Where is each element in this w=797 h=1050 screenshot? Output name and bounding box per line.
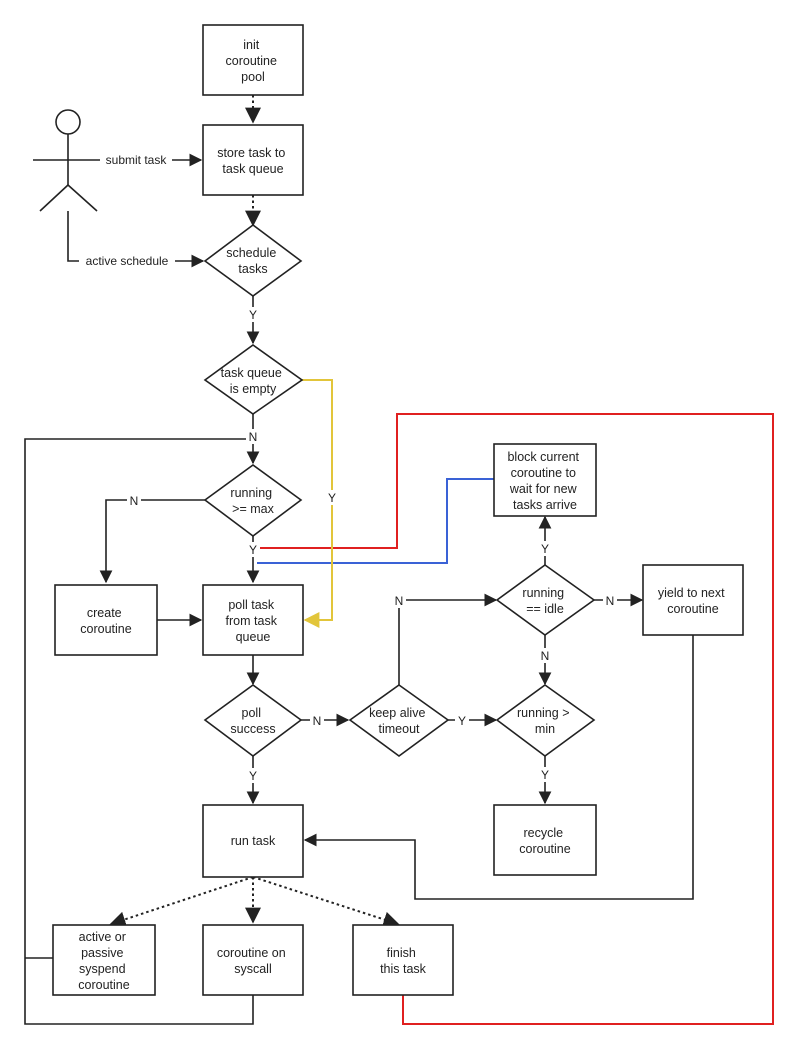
svg-text:recycle coroutine: recycle coroutine xyxy=(519,826,570,856)
keep-alive-decision: keep alive timeout xyxy=(348,684,450,757)
svg-text:finish this task: finish this task xyxy=(380,946,427,976)
create-coroutine-box: create coroutine xyxy=(54,584,158,656)
store-task-box: store task to task queue xyxy=(202,124,304,196)
keepalive-yes-label: Y xyxy=(458,714,466,728)
svg-text:block current coroutine: block current coroutine to wait for new … xyxy=(507,450,582,512)
max-yes-label: Y xyxy=(249,543,257,557)
blue-block-connector xyxy=(257,478,494,564)
schedule-yes-label: Y xyxy=(249,308,257,322)
svg-text:run task: run task xyxy=(231,834,276,848)
syscall-box: coroutine on syscall xyxy=(202,924,304,996)
red-feedback-connector xyxy=(257,413,774,1025)
svg-text:init coroutine poo: init coroutine pool xyxy=(226,38,281,84)
svg-text:keep alive timeout: keep alive timeout xyxy=(369,706,429,736)
connectors xyxy=(24,95,694,1025)
empty-no-label: N xyxy=(249,430,258,444)
running-idle-decision: running == idle xyxy=(495,564,596,636)
poll-no-label: N xyxy=(313,714,322,728)
svg-text:poll success: poll success xyxy=(230,706,275,736)
max-no-label: N xyxy=(130,494,139,508)
idle-no-down-label: N xyxy=(541,649,550,663)
yield-next-box: yield to next coroutine xyxy=(642,564,744,636)
svg-text:yield to next coroutine: yield to next coroutine xyxy=(658,586,728,616)
block-coroutine-box: block current coroutine to wait for new … xyxy=(493,443,597,517)
running-max-decision: running >= max xyxy=(203,464,303,537)
submit-task-label: submit task xyxy=(106,153,168,167)
idle-no-right-label: N xyxy=(606,594,615,608)
recycle-coroutine-box: recycle coroutine xyxy=(493,804,597,876)
svg-text:task queue is empty: task queue is empty xyxy=(221,366,286,396)
svg-text:running > min: running > min xyxy=(517,706,573,736)
empty-yes-label: Y xyxy=(328,491,336,505)
svg-text:running == idle: running == idle xyxy=(522,586,567,616)
finish-task-box: finish this task xyxy=(352,924,454,996)
active-schedule-label: active schedule xyxy=(86,254,169,268)
svg-text:coroutine on syscall: coroutine on syscall xyxy=(217,946,289,976)
min-yes-label: Y xyxy=(541,768,549,782)
idle-yes-label: Y xyxy=(541,542,549,556)
svg-text:store task to task queue: store task to task queue xyxy=(217,146,289,176)
svg-text:create coroutine: create coroutine xyxy=(80,606,131,636)
running-min-decision: running > min xyxy=(495,684,596,757)
edge-labels: submit task active schedule Y N Y N Y N … xyxy=(79,152,617,783)
keepalive-no-label: N xyxy=(395,594,404,608)
init-pool-box: init coroutine pool xyxy=(202,24,304,96)
poll-success-decision: poll success xyxy=(203,684,303,757)
queue-empty-decision: task queue is empty xyxy=(203,344,304,415)
svg-text:poll task from task: poll task from task queue xyxy=(226,598,281,644)
poll-yes-label: Y xyxy=(249,769,257,783)
suspend-coroutine-box: active or passive syspend coroutine xyxy=(52,924,156,996)
svg-text:running >= max: running >= max xyxy=(230,486,275,516)
poll-task-box: poll task from task queue xyxy=(202,584,304,656)
svg-text:schedule tasks: schedule tasks xyxy=(226,246,280,276)
schedule-tasks-decision: schedule tasks xyxy=(203,224,303,297)
run-task-box: run task xyxy=(202,804,304,878)
svg-text:active or passive: active or passive syspend coroutine xyxy=(78,930,129,992)
stick-figure-icon xyxy=(33,109,103,212)
